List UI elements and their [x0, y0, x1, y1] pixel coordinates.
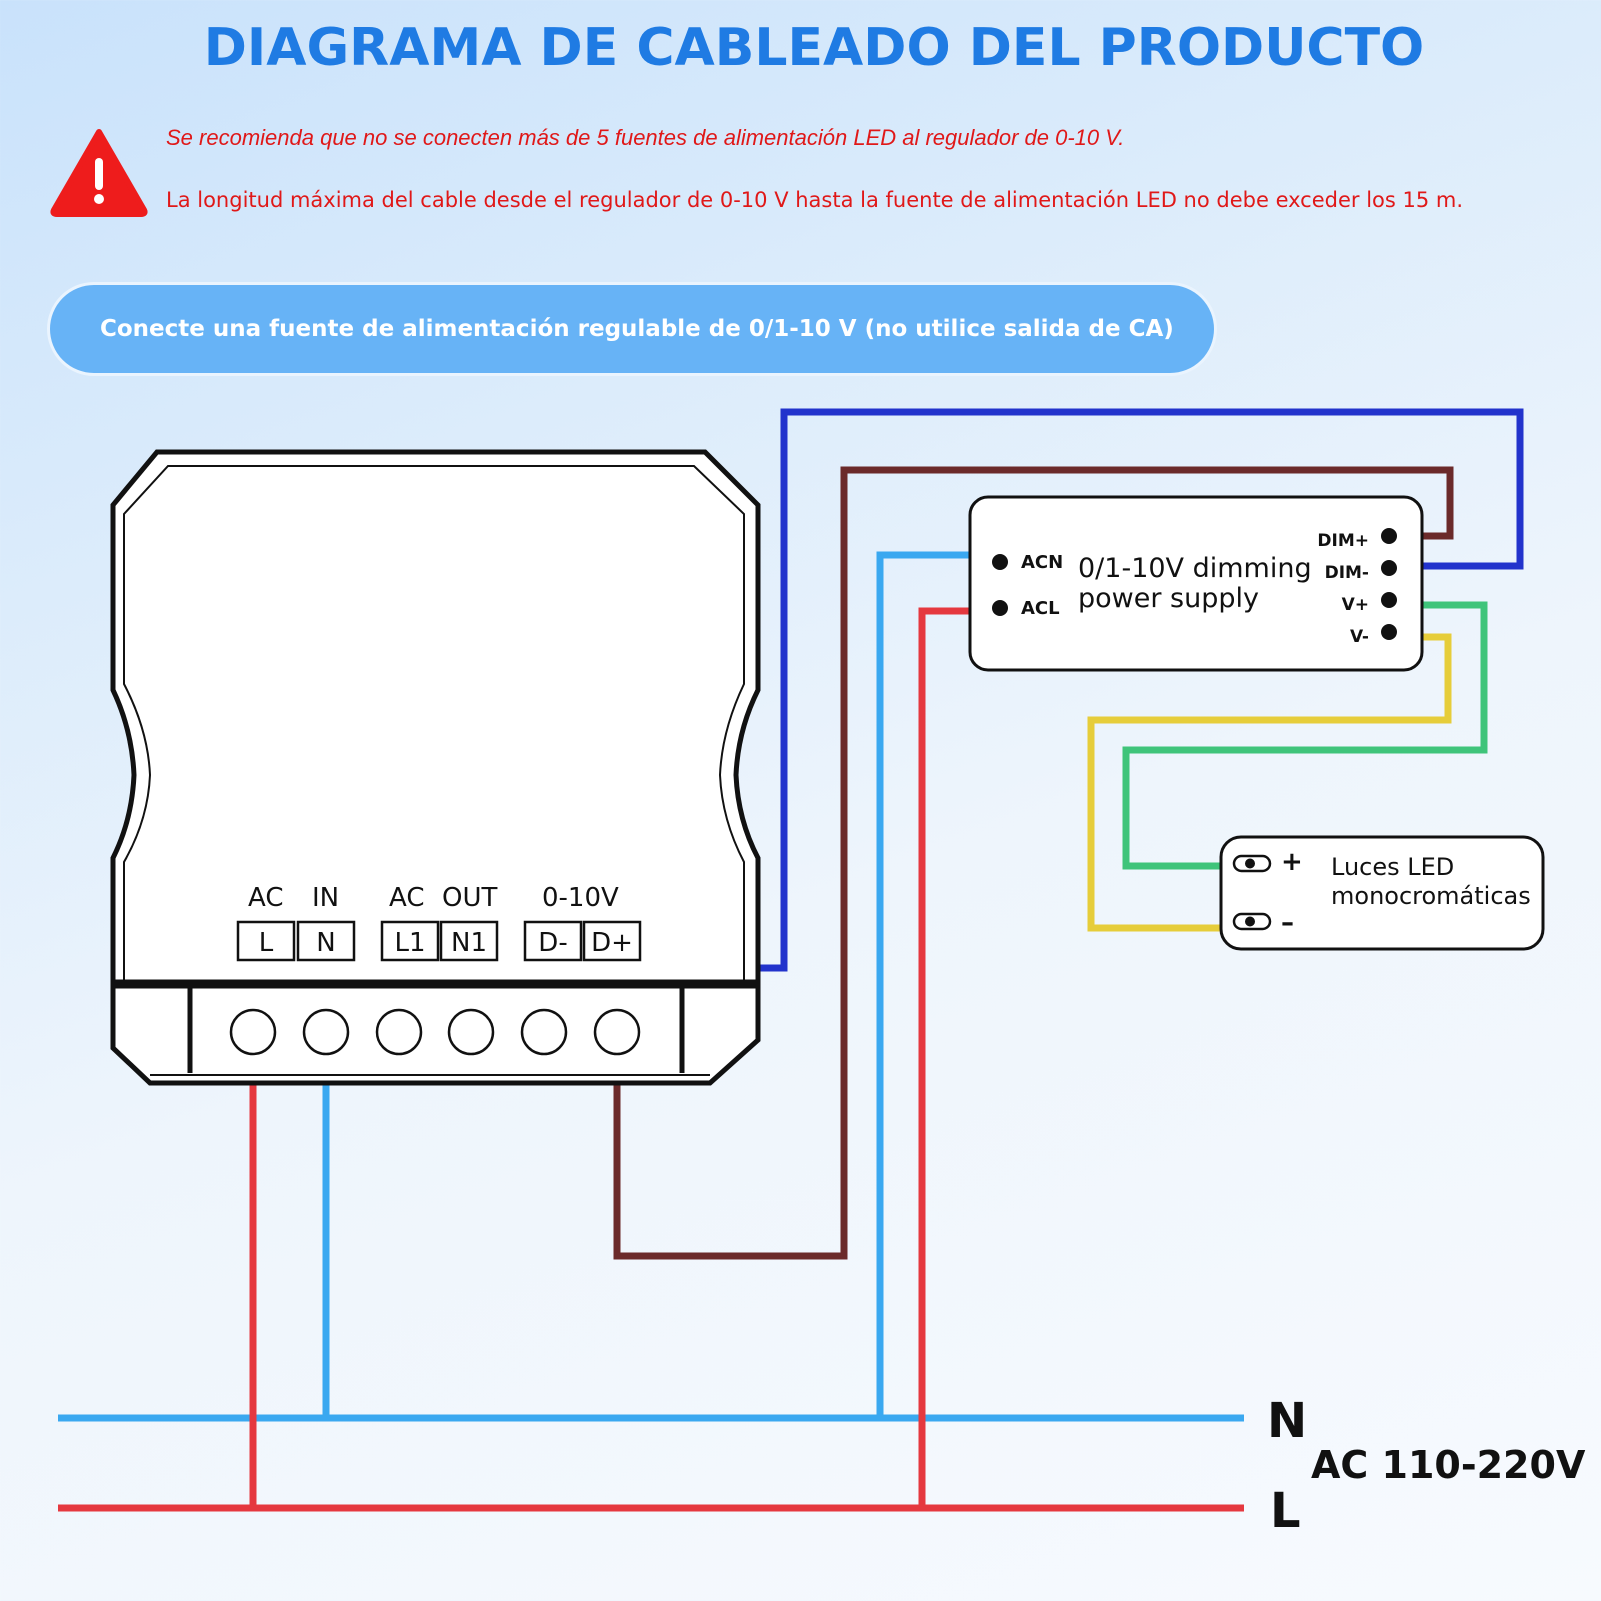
label-ac-in-ac: AC: [248, 883, 283, 913]
wire-dim-plus: [613, 466, 1454, 1260]
mains-l-label: L: [1270, 1483, 1301, 1539]
psu-pin-v-minus: V-: [1350, 627, 1369, 647]
terminal-label-d-plus: D+: [591, 928, 633, 958]
terminal-box-n1: [439, 920, 499, 962]
terminal-screws: [229, 1008, 641, 1056]
pin-acn-dot: [992, 554, 1008, 570]
label-ac-in-in: IN: [312, 883, 339, 913]
mains-n-label: N: [1267, 1393, 1307, 1449]
pin-dim-minus-dot: [1381, 560, 1397, 576]
led-minus-label: –: [1281, 908, 1294, 938]
terminal-box-d-plus: [582, 920, 642, 962]
instruction-banner: Conecte una fuente de alimentación regul…: [47, 282, 1217, 376]
terminal-labels: L N L1 N1 D- D+: [236, 920, 642, 962]
psu-pin-acl: ACL: [1021, 598, 1060, 619]
psu-name-line1: 0/1-10V dimming: [1078, 553, 1312, 584]
terminal-box-n: [296, 920, 356, 962]
terminal-screw-n: [302, 1008, 350, 1056]
label-0-10v: 0-10V: [542, 883, 619, 913]
terminal-label-l: L: [259, 928, 274, 958]
warning-text-1: Se recomienda que no se conecten más de …: [166, 125, 1125, 150]
warning-text-2: La longitud máxima del cable desde el re…: [166, 188, 1464, 212]
psu-name-line2: power supply: [1078, 583, 1259, 614]
terminal-label-d-minus: D-: [538, 928, 567, 958]
pin-acl-dot: [992, 600, 1008, 616]
pin-dim-plus-dot: [1381, 528, 1397, 544]
terminal-screw-n1: [447, 1008, 495, 1056]
dimming-power-supply: [968, 495, 1424, 672]
terminal-label-n1: N1: [451, 928, 487, 958]
led-label-line2: monocromáticas: [1331, 882, 1531, 910]
led-plus-label: +: [1281, 847, 1303, 877]
led-label-line1: Luces LED: [1331, 853, 1454, 881]
led-lights-box: [1219, 835, 1545, 951]
terminal-label-n: N: [316, 928, 335, 958]
wire-psu-acn-to-mains: [876, 551, 970, 1418]
dimmer-controller: [110, 449, 761, 1086]
pin-v-plus-dot: [1381, 592, 1397, 608]
terminal-screw-l: [229, 1008, 277, 1056]
terminal-label-l1: L1: [394, 928, 425, 958]
page-title: DIAGRAMA DE CABLEADO DEL PRODUCTO: [203, 18, 1425, 78]
pin-v-minus-dot: [1381, 624, 1397, 640]
wire-v-minus: [1087, 633, 1452, 932]
wire-v-plus: [1122, 601, 1488, 870]
label-ac-out-out: OUT: [442, 883, 497, 913]
label-ac-out-ac: AC: [389, 883, 424, 913]
psu-pin-dim-minus: DIM-: [1325, 563, 1369, 583]
terminal-box-d-minus: [523, 920, 583, 962]
mains-voltage-label: AC 110-220V: [1311, 1443, 1586, 1487]
terminal-screw-d-minus: [520, 1008, 568, 1056]
terminal-screw-l1: [375, 1008, 423, 1056]
terminal-box-l1: [380, 920, 440, 962]
psu-pin-acn: ACN: [1021, 552, 1063, 573]
psu-pin-dim-plus: DIM+: [1317, 531, 1369, 551]
terminal-screw-d-plus: [593, 1008, 641, 1056]
wire-psu-acl-to-mains: [918, 607, 970, 1508]
terminal-box-l: [236, 920, 296, 962]
warning-icon: [50, 129, 148, 217]
psu-pin-v-plus: V+: [1342, 595, 1369, 615]
